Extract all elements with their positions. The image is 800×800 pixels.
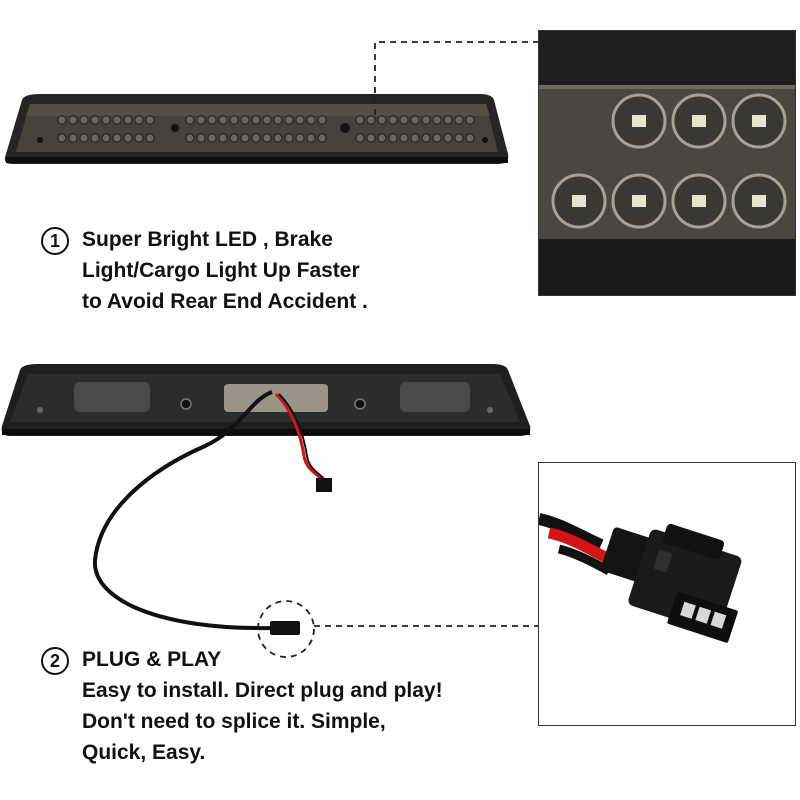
led-dot — [185, 133, 195, 143]
led-dot — [145, 115, 155, 125]
led-dot — [123, 133, 133, 143]
feature-1-line-3: to Avoid Rear End Accident . — [82, 290, 368, 313]
brake-light-front-icon — [4, 94, 509, 164]
led-dot — [410, 133, 420, 143]
led-dot — [90, 115, 100, 125]
led-dot — [399, 133, 409, 143]
led-dot — [306, 115, 316, 125]
led-dot — [377, 133, 387, 143]
closeup-led — [551, 173, 607, 229]
closeup-led — [671, 93, 727, 149]
connector-closeup-panel — [538, 462, 796, 726]
closeup-led — [731, 93, 787, 149]
led-dot — [454, 133, 464, 143]
led-dot — [432, 133, 442, 143]
led-dot — [112, 133, 122, 143]
led-closeup-panel — [538, 30, 796, 296]
led-dot — [399, 115, 409, 125]
feature-2-line-1: PLUG & PLAY — [82, 648, 222, 671]
led-dot — [355, 115, 365, 125]
led-dot — [229, 115, 239, 125]
led-dot — [421, 133, 431, 143]
led-dot — [229, 133, 239, 143]
led-dot — [207, 115, 217, 125]
led-dot — [273, 115, 283, 125]
led-dot — [443, 115, 453, 125]
led-dot — [112, 115, 122, 125]
led-dot — [123, 115, 133, 125]
closeup-led — [611, 173, 667, 229]
feature-1-line-1: Super Bright LED , Brake — [82, 228, 333, 251]
led-dot — [317, 115, 327, 125]
led-dot — [317, 133, 327, 143]
led-dot — [432, 115, 442, 125]
led-dot — [207, 133, 217, 143]
feature-1-line-2: Light/Cargo Light Up Faster — [82, 259, 360, 282]
closeup-led — [671, 173, 727, 229]
led-dot — [421, 115, 431, 125]
led-dot — [101, 115, 111, 125]
led-dot — [68, 133, 78, 143]
feature-1-number: 1 — [41, 227, 69, 255]
led-dot — [134, 133, 144, 143]
led-dot — [295, 133, 305, 143]
feature-2-line-2: Easy to install. Direct plug and play! — [82, 679, 443, 702]
led-dot — [262, 133, 272, 143]
led-dot — [185, 115, 195, 125]
led-dot — [240, 133, 250, 143]
connector-closeup-icon — [539, 463, 795, 725]
feature-2-text: PLUG & PLAY Easy to install. Direct plug… — [82, 644, 443, 768]
led-dot — [284, 133, 294, 143]
led-dot — [90, 133, 100, 143]
led-dot — [377, 115, 387, 125]
led-closeup-icon — [539, 31, 795, 295]
led-dot — [68, 115, 78, 125]
feature-1-text: Super Bright LED , Brake Light/Cargo Lig… — [82, 224, 368, 317]
closeup-led — [611, 93, 667, 149]
led-dot — [196, 133, 206, 143]
led-dot — [273, 133, 283, 143]
brake-light-back-icon — [1, 364, 531, 635]
led-dot — [251, 133, 261, 143]
led-dot — [284, 115, 294, 125]
led-dot — [306, 133, 316, 143]
led-dot — [251, 115, 261, 125]
led-dot — [218, 115, 228, 125]
led-dot — [295, 115, 305, 125]
led-dot — [355, 133, 365, 143]
led-dot — [57, 133, 67, 143]
led-dot — [79, 115, 89, 125]
led-dot — [366, 133, 376, 143]
feature-2-line-4: Quick, Easy. — [82, 741, 206, 764]
led-dot — [410, 115, 420, 125]
led-dot — [366, 115, 376, 125]
led-dot — [262, 115, 272, 125]
led-dot — [465, 115, 475, 125]
led-dot — [240, 115, 250, 125]
feature-2-number: 2 — [41, 647, 69, 675]
led-dot — [218, 133, 228, 143]
led-dot — [465, 133, 475, 143]
led-dot — [196, 115, 206, 125]
feature-2-line-3: Don't need to splice it. Simple, — [82, 710, 386, 733]
led-dot — [388, 133, 398, 143]
led-dot — [443, 133, 453, 143]
led-dot — [134, 115, 144, 125]
led-dot — [454, 115, 464, 125]
led-dot — [145, 133, 155, 143]
led-dot — [79, 133, 89, 143]
closeup-led — [731, 173, 787, 229]
led-dot — [101, 133, 111, 143]
led-dot — [388, 115, 398, 125]
led-dot — [57, 115, 67, 125]
